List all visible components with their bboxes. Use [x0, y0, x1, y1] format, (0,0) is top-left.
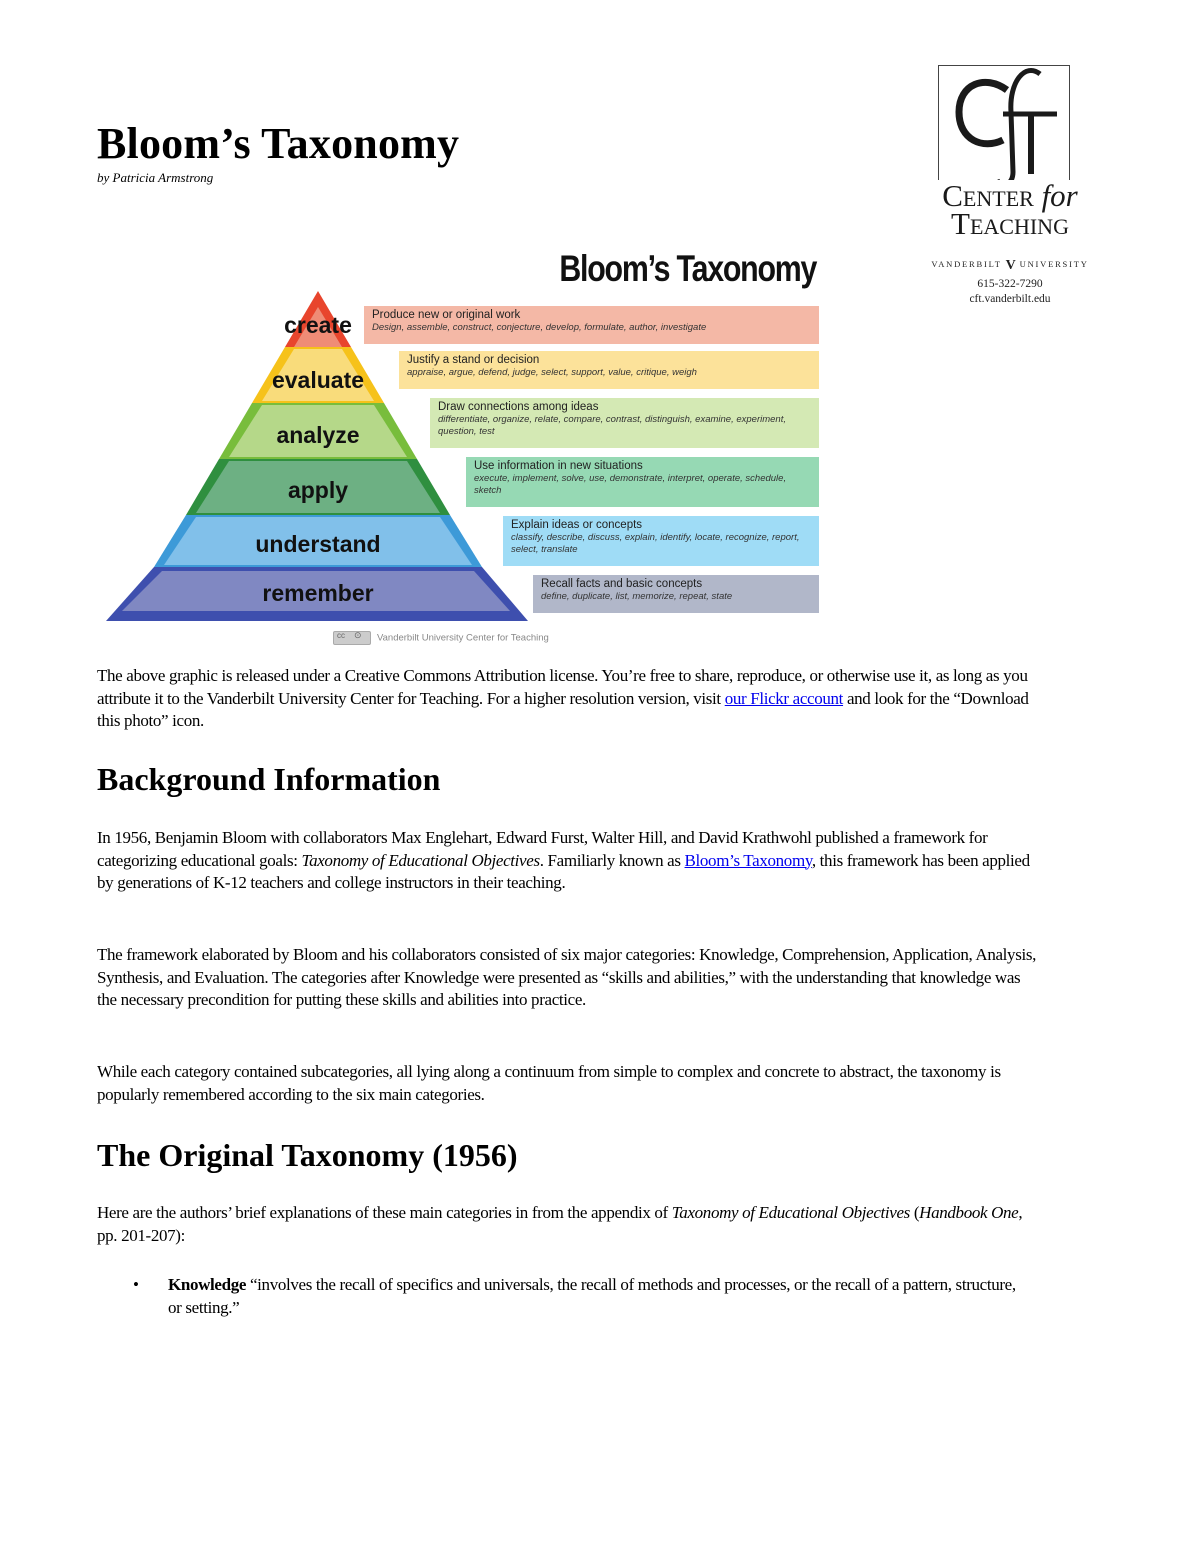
level-description-understand: Explain ideas or concepts classify, desc…: [503, 516, 819, 566]
level-heading: Justify a stand or decision: [407, 354, 540, 366]
text: (: [909, 1203, 920, 1222]
level-verbs: differentiate, organize, relate, compare…: [438, 414, 786, 437]
vanderbilt-text: VANDERBILT: [931, 259, 1002, 269]
page-title: Bloom’s Taxonomy: [97, 119, 460, 168]
credit-text: Vanderbilt University Center for Teachin…: [377, 632, 549, 644]
level-description-remember: Recall facts and basic concepts define, …: [533, 575, 819, 613]
level-verbs: appraise, argue, defend, judge, select, …: [407, 367, 697, 378]
university-text: UNIVERSITY: [1019, 259, 1089, 269]
pyramid-label-apply: apply: [287, 477, 349, 503]
logo-wordmark: Center for Teaching: [915, 178, 1105, 241]
author-byline: by Patricia Armstrong: [97, 170, 214, 185]
text: . Familiarly known as: [539, 850, 685, 870]
text: In 1956, Benjamin Bloom with collaborato…: [97, 828, 988, 870]
creative-commons-icon: [333, 630, 371, 645]
bullet-icon: •: [133, 1275, 139, 1294]
level-description-create: Produce new or original work Design, ass…: [364, 306, 819, 344]
background-paragraph-1: In 1956, Benjamin Bloom with collaborato…: [97, 827, 1037, 895]
background-paragraph-3: While each category contained subcategor…: [97, 1062, 1001, 1104]
logo-for-text: for: [1041, 178, 1078, 213]
level-heading: Explain ideas or concepts: [511, 519, 643, 531]
logo-monogram-icon: [945, 62, 1065, 197]
level-heading: Produce new or original work: [372, 309, 521, 321]
text: , this framework has been applied by gen…: [97, 850, 1030, 893]
graphic-title: Bloom’s Taxonomy: [559, 248, 817, 289]
vanderbilt-university-mark: VANDERBILT V UNIVERSITY: [915, 258, 1105, 274]
logo-teaching-text: Teaching: [951, 206, 1069, 241]
background-paragraph-2: The framework elaborated by Bloom and hi…: [97, 945, 1037, 1009]
graphic-credit: Vanderbilt University Center for Teachin…: [333, 630, 549, 645]
flickr-account-link[interactable]: our Flickr account: [724, 688, 844, 708]
phone-number: 615-322-7290: [977, 278, 1043, 290]
text: , pp. 201-207):: [97, 1203, 1023, 1245]
blooms-taxonomy-graphic: Bloom’s Taxonomy create evaluate analyze…: [96, 245, 826, 650]
level-verbs: Design, assemble, construct, conjecture,…: [372, 322, 707, 333]
level-description-apply: Use information in new situations execut…: [466, 457, 819, 507]
level-heading: Recall facts and basic concepts: [541, 578, 703, 590]
vanderbilt-v-icon: V: [1005, 258, 1016, 273]
original-intro-paragraph: Here are the authors’ brief explanations…: [97, 1202, 1037, 1247]
pyramid-label-understand: understand: [255, 531, 381, 557]
level-verbs: classify, describe, discuss, explain, id…: [511, 532, 800, 555]
level-verbs: execute, implement, solve, use, demonstr…: [474, 473, 787, 496]
pyramid-label-evaluate: evaluate: [271, 367, 365, 393]
text: Here are the authors’ brief explanations…: [97, 1203, 672, 1222]
logo-center-text: Center: [942, 178, 1034, 213]
level-description-evaluate: Justify a stand or decision appraise, ar…: [399, 351, 819, 389]
level-heading: Draw connections among ideas: [438, 401, 599, 413]
pyramid-label-remember: remember: [262, 580, 374, 606]
background-heading: Background Information: [97, 761, 441, 797]
list-item-knowledge: • Knowledge “involves the recall of spec…: [97, 1274, 1037, 1320]
definition: “involves the recall of specifics and un…: [168, 1275, 1016, 1317]
pyramid-label-create: create: [284, 312, 352, 338]
pyramid-icon: [106, 291, 528, 621]
license-text: The above graphic is released under a Cr…: [97, 666, 1028, 708]
original-taxonomy-heading: The Original Taxonomy (1956): [97, 1137, 518, 1173]
pyramid-label-analyze: analyze: [276, 422, 360, 448]
license-text-end: and look for the “Download this photo” i…: [97, 688, 1029, 731]
license-paragraph: The above graphic is released under a Cr…: [97, 665, 1037, 733]
term: Knowledge: [168, 1275, 247, 1294]
level-verbs: define, duplicate, list, memorize, repea…: [541, 591, 733, 602]
level-heading: Use information in new situations: [474, 460, 643, 472]
website: cft.vanderbilt.edu: [969, 293, 1051, 305]
level-description-analyze: Draw connections among ideas differentia…: [430, 398, 819, 448]
center-for-teaching-logo: Center for Teaching VANDERBILT V UNIVERS…: [915, 62, 1105, 312]
book-title: Taxonomy of Educational Objectives: [301, 850, 541, 870]
blooms-taxonomy-link[interactable]: Bloom’s Taxonomy: [684, 850, 813, 870]
handbook-title: Handbook One: [919, 1203, 1019, 1222]
list-item-text: Knowledge “involves the recall of specif…: [168, 1274, 1028, 1319]
book-title: Taxonomy of Educational Objectives: [671, 1203, 911, 1222]
